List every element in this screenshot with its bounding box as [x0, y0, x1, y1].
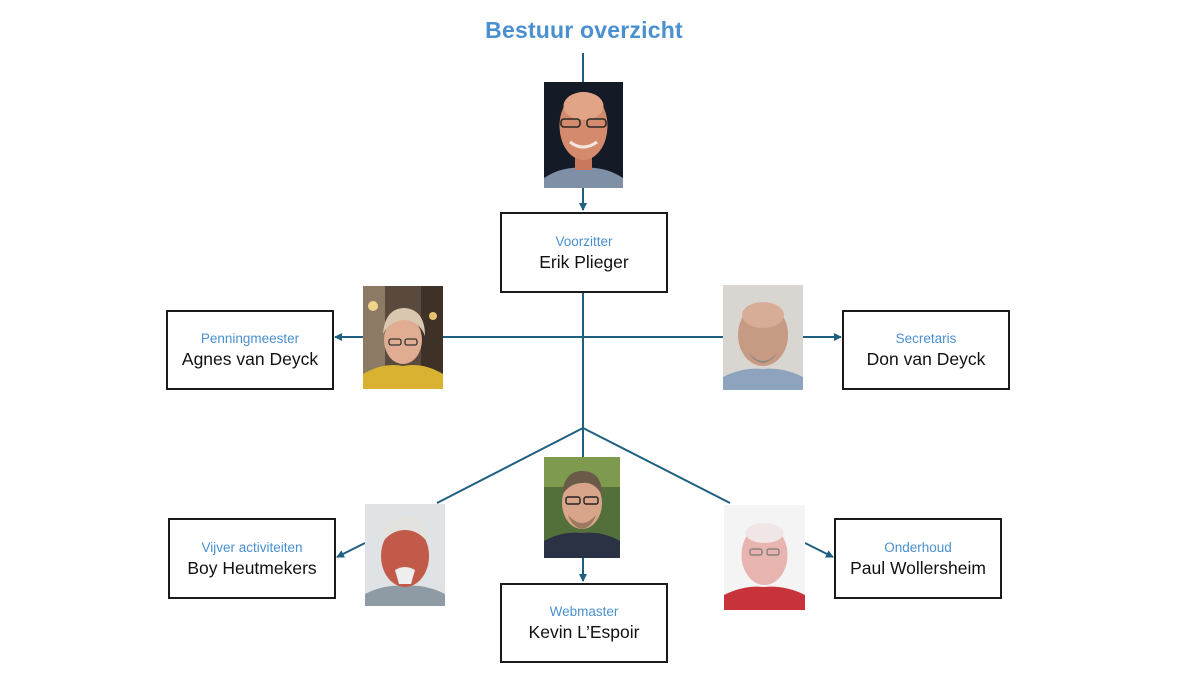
box-webmaster: Webmaster Kevin L’Espoir — [500, 583, 668, 663]
member-name: Erik Plieger — [539, 251, 629, 272]
photo-agnes — [363, 286, 443, 389]
role-label: Webmaster — [549, 604, 619, 619]
role-label: Voorzitter — [555, 233, 613, 249]
role-label: Vijver activiteiten — [201, 539, 303, 555]
photo-don — [723, 285, 803, 390]
arrow-to-onderhoud — [804, 542, 834, 558]
role-label: Onderhoud — [884, 539, 952, 555]
photo-kevin — [544, 457, 620, 558]
chart-title: Bestuur overzicht — [485, 17, 683, 43]
role-label: Secretaris — [895, 331, 957, 346]
diagonal-left — [436, 427, 584, 504]
photo-erik — [544, 82, 623, 188]
diagonal-right — [582, 427, 731, 504]
box-penningmeester: Penningmeester Agnes van Deyck — [166, 310, 334, 390]
box-vijver-activiteiten: Vijver activiteiten Boy Heutmekers — [168, 518, 336, 599]
member-name: Don van Deyck — [866, 349, 986, 369]
photo-paul — [724, 505, 805, 610]
role-label: Penningmeester — [200, 331, 300, 346]
box-secretaris: Secretaris Don van Deyck — [842, 310, 1010, 390]
arrow-to-vijver — [336, 542, 366, 558]
member-name: Kevin L’Espoir — [528, 622, 640, 642]
member-name: Agnes van Deyck — [181, 349, 319, 369]
member-name: Boy Heutmekers — [187, 557, 317, 578]
box-onderhoud: Onderhoud Paul Wollersheim — [834, 518, 1002, 599]
box-voorzitter: Voorzitter Erik Plieger — [500, 212, 668, 293]
photo-boy — [365, 504, 445, 606]
member-name: Paul Wollersheim — [850, 557, 986, 578]
